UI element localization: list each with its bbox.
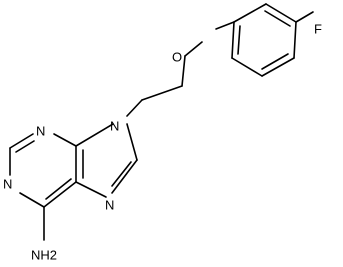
bond-ring-d (231, 57, 263, 77)
atom-labels: F O N N N N NH2 (3, 22, 322, 263)
bond-c6-c5 (43, 181, 77, 208)
bond-ring-double-2 (261, 53, 289, 70)
bond-n3-c2-double (15, 140, 35, 153)
bond-c4-n3 (53, 133, 77, 147)
bond-c-o-2 (184, 41, 203, 57)
atom-o-label: O (172, 50, 182, 65)
bond-n7-c5 (75, 181, 107, 198)
bond-ring-b (293, 21, 297, 59)
bonds (9, 3, 314, 241)
bond-c8-n7-double (111, 161, 132, 187)
bond-linker-c (126, 99, 143, 117)
bond-c-f (295, 11, 314, 23)
atom-n1-label: N (3, 177, 12, 192)
bond-ring-e (231, 21, 235, 59)
bond-c4-n9 (75, 123, 114, 147)
atom-n7-label: N (105, 198, 114, 213)
bond-linker-a (181, 55, 186, 87)
bond-c-o (215, 21, 235, 30)
bond-linker-b (141, 85, 183, 101)
bond-ring-f (233, 3, 267, 23)
atom-n9-label: N (110, 119, 119, 134)
bond-ring-double-3 (237, 25, 241, 55)
bond-ring-double-1 (264, 10, 291, 27)
bond-c8-n7 (111, 159, 138, 194)
atom-nh2-label: NH2 (31, 248, 57, 263)
bond-c6-c5-double (45, 178, 72, 200)
bond-ring-a (265, 3, 297, 23)
atom-n3-label: N (36, 124, 45, 139)
bond-n9-c8 (126, 123, 138, 161)
bond-ring-c (261, 57, 295, 77)
atom-f-label: F (314, 22, 322, 37)
bond-n3-c2 (9, 133, 34, 149)
bond-n1-c6 (19, 192, 45, 208)
